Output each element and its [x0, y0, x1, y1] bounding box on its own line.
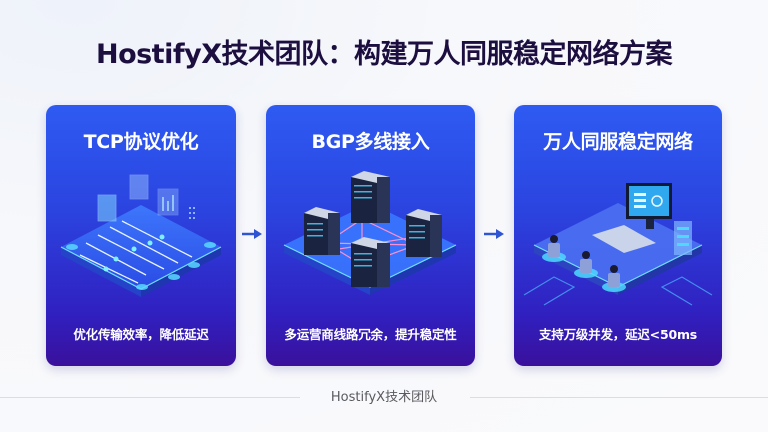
footer-text: HostifyX技术团队 — [330, 390, 438, 405]
page-title: HostifyX技术团队：构建万人同服稳定网络方案 — [95, 39, 673, 70]
card-description: 支持万级并发，延迟<50ms — [538, 327, 698, 342]
card-title: 万人同服稳定网络 — [543, 131, 693, 153]
card-title: BGP多线接入 — [311, 131, 430, 153]
card-title: TCP协议优化 — [83, 131, 199, 153]
card-tcp-optimization: TCP协议优化 — [46, 105, 236, 366]
card-bgp-multiline: BGP多线接入 多运营商线路冗余，提升稳定性 — [266, 105, 475, 366]
data-flow-platform-icon — [60, 174, 222, 297]
workstation-users-icon — [523, 183, 713, 306]
card-description: 优化传输效率，降低延迟 — [73, 327, 209, 342]
arrow-right-icon — [484, 229, 504, 239]
arrow-right-icon — [242, 229, 262, 239]
card-stable-network: 万人同服稳定网络 支持万级并发，延迟<50ms — [514, 105, 722, 366]
footer-divider-right — [470, 397, 768, 398]
card-description: 多运营商线路冗余，提升稳定性 — [284, 327, 457, 342]
server-mesh-icon — [283, 171, 457, 295]
footer-divider-left — [0, 397, 300, 398]
